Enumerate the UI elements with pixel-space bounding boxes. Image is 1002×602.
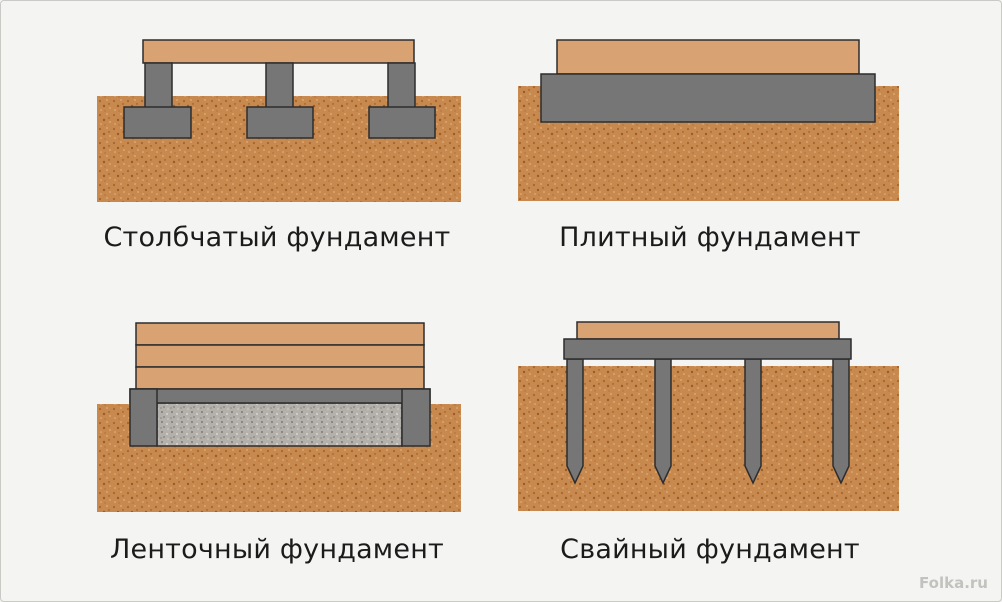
pile [832, 358, 850, 485]
column-footing [368, 106, 436, 139]
slab-foundation-label: Плитный фундамент [559, 222, 861, 253]
wood-layer [135, 366, 425, 390]
strip-foundation-label: Ленточный фундамент [110, 534, 444, 565]
watermark: Folka.ru [919, 574, 988, 592]
pile-foundation-illustration [518, 321, 899, 511]
pile [654, 358, 672, 485]
wood-layer [135, 322, 425, 346]
columnar-foundation-label: Столбчатый фундамент [103, 222, 451, 253]
concrete-slab [540, 73, 876, 123]
wood-layer [135, 344, 425, 368]
pile [744, 358, 762, 485]
strip-wall [129, 388, 158, 447]
pile [566, 358, 584, 485]
strip-cap [129, 388, 431, 404]
column-post [144, 62, 173, 109]
strip-wall [401, 388, 431, 447]
strip-foundation-illustration [97, 322, 461, 512]
wood-beam [556, 39, 860, 75]
gravel-fill [156, 402, 403, 447]
slab-foundation-illustration [518, 39, 899, 201]
pile-grillage [563, 338, 852, 360]
column-footing [246, 106, 314, 139]
columnar-foundation-illustration [97, 39, 461, 202]
column-footing [123, 106, 192, 139]
pile-foundation-label: Свайный фундамент [560, 534, 860, 565]
wood-beam [142, 39, 415, 64]
wood-beam [576, 321, 840, 340]
column-post [265, 62, 294, 109]
column-post [387, 62, 416, 109]
